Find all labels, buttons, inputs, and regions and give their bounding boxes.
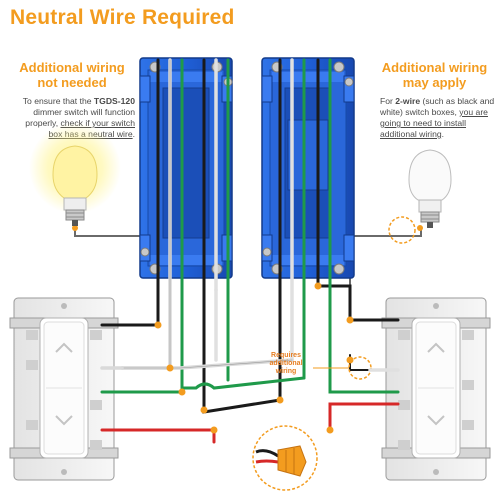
page-title: Neutral Wire Required <box>10 6 235 29</box>
dimmer-switch-icon <box>9 297 119 481</box>
callout-line1: Requires <box>271 352 301 359</box>
box-screw-icon <box>140 247 150 257</box>
left-desc-part2: dimmer switch will function properly, <box>25 107 135 128</box>
right-desc-link[interactable]: you are going to need to install additio… <box>380 107 488 139</box>
left-heading-line1: Additional wiring <box>19 60 125 75</box>
right-desc-end: . <box>441 129 445 139</box>
dimmer-switch-icon <box>381 297 491 481</box>
right-junction-box <box>261 57 355 279</box>
left-desc-model: TGDS-120 <box>93 96 135 106</box>
left-desc-part1: To ensure that the <box>22 96 94 106</box>
wire-nut-icon <box>252 425 318 491</box>
left-junction-box <box>139 57 233 279</box>
right-desc-part2: (such as black and white) switch boxes, <box>380 96 495 117</box>
right-switch-leads <box>368 318 400 406</box>
left-desc-end: . <box>132 129 135 139</box>
box-screw-icon <box>344 77 354 87</box>
right-heading: Additional wiring may apply <box>372 60 497 90</box>
bulb-wires <box>74 225 422 285</box>
box-screw-icon <box>333 263 345 275</box>
left-switch-leads <box>100 323 124 432</box>
right-box-wires <box>278 58 382 402</box>
box-screw-icon <box>262 247 272 257</box>
left-heading-line2: not needed <box>37 75 107 90</box>
led-bulb-lit-icon <box>29 122 121 226</box>
right-desc-part1: For <box>380 96 396 106</box>
right-description: For 2-wire (such as black and white) swi… <box>380 96 495 140</box>
additional-wiring-marker <box>348 356 372 380</box>
led-bulb-unlit-icon <box>408 149 452 228</box>
right-heading-line2: may apply <box>402 75 467 90</box>
box-screw-icon <box>333 61 345 73</box>
left-heading: Additional wiring not needed <box>12 60 132 90</box>
callout-line2: additional <box>269 360 303 367</box>
right-desc-2wire: 2-wire <box>395 96 421 106</box>
callout-line3: wiring <box>275 368 297 375</box>
requires-wiring-callout: Requires additional wiring <box>258 352 314 376</box>
left-box-wires <box>118 58 230 412</box>
connection-dots <box>72 225 423 434</box>
additional-wiring-marker <box>388 216 416 244</box>
right-heading-line1: Additional wiring <box>381 60 488 75</box>
